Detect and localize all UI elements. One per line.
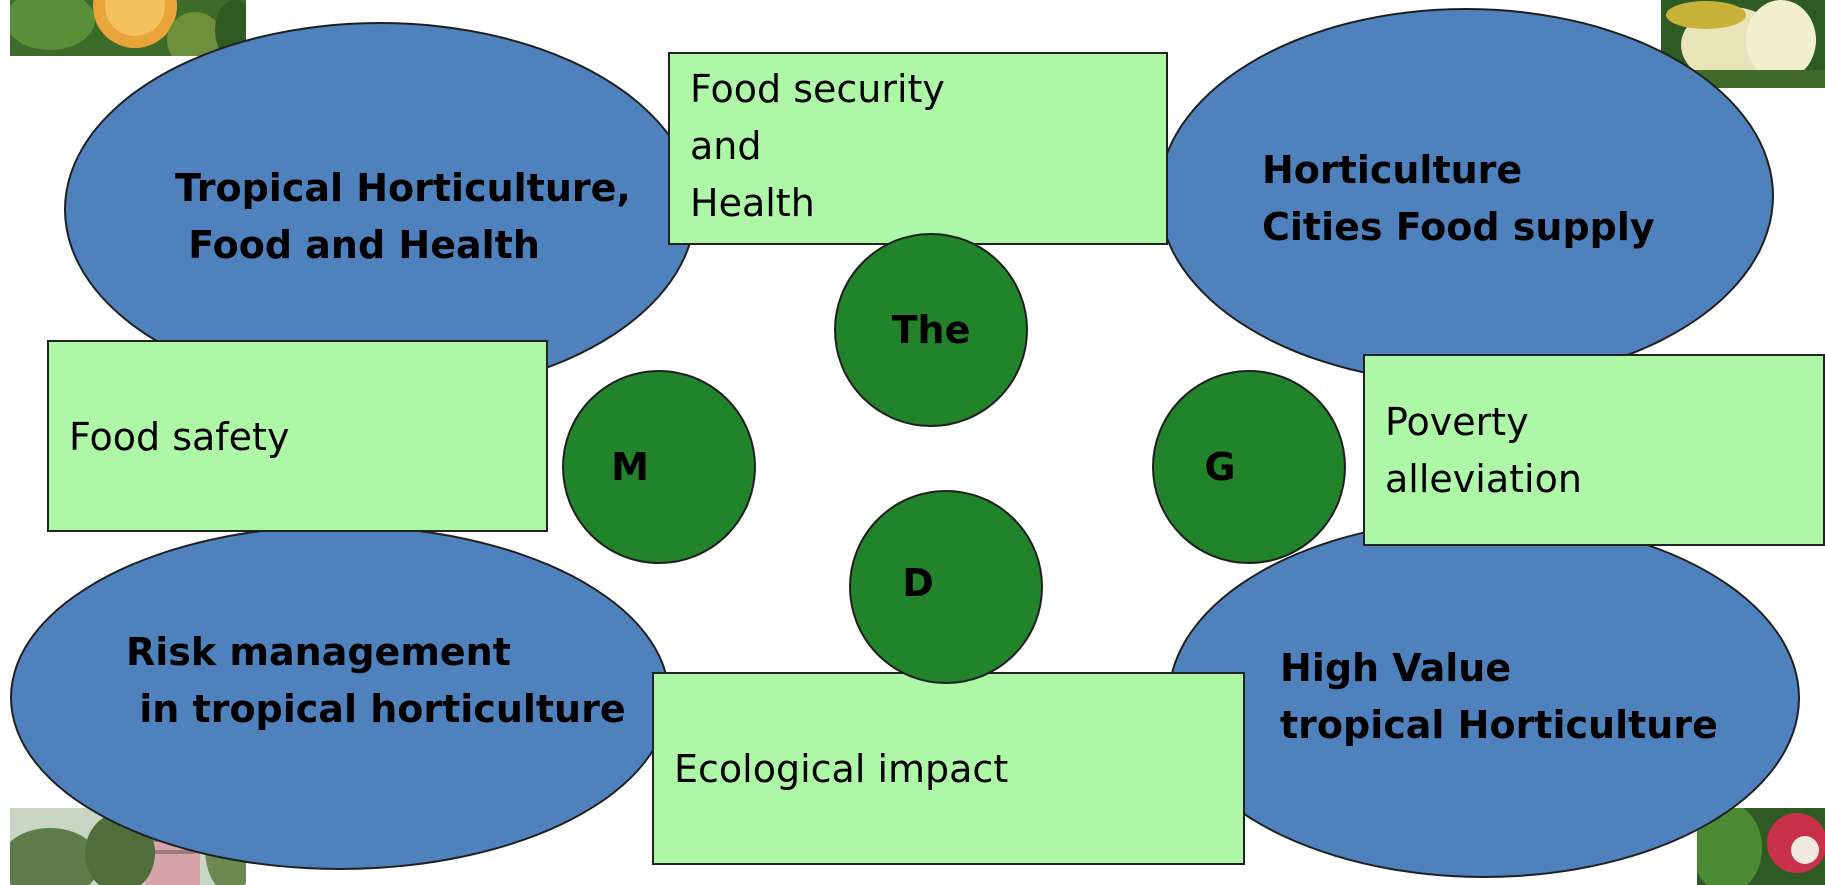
ellipse-high-value-horticulture <box>1168 518 1800 878</box>
circle-label-d: D <box>902 561 934 605</box>
circle-the: The <box>834 233 1028 427</box>
orange-fruit-photo <box>10 0 246 56</box>
box-label-ecological: Ecological impact <box>674 747 1009 791</box>
box-ecological-impact: Ecological impact <box>652 672 1245 865</box>
box-food-security-health: Food security and Health <box>668 52 1168 245</box>
ellipse-label-high-value: High Value tropical Horticulture <box>1280 646 1718 747</box>
box-food-safety: Food safety <box>47 340 548 532</box>
circle-label-g: G <box>1204 445 1236 489</box>
banana-photo <box>1661 0 1825 88</box>
ellipse-horticulture-cities-food-supply <box>1158 8 1774 384</box>
circle-label-m: M <box>611 445 649 489</box>
ellipse-label-tropical-horticulture: Tropical Horticulture, Food and Health <box>175 166 631 267</box>
box-label-food-safety: Food safety <box>69 415 290 459</box>
ellipse-risk-management <box>10 525 670 870</box>
circle-label-the: The <box>891 308 971 352</box>
circle-d: D <box>849 490 1043 684</box>
circle-g: G <box>1152 370 1346 564</box>
circle-m: M <box>562 370 756 564</box>
box-poverty-alleviation: Poverty alleviation <box>1363 354 1825 546</box>
ellipse-label-risk-management: Risk management in tropical horticulture <box>126 630 626 731</box>
ellipse-label-horticulture-cities: Horticulture Cities Food supply <box>1262 148 1655 249</box>
lychee-photo <box>1697 808 1825 885</box>
box-label-poverty: Poverty alleviation <box>1385 400 1582 501</box>
box-label-food-security: Food security and Health <box>690 67 945 225</box>
